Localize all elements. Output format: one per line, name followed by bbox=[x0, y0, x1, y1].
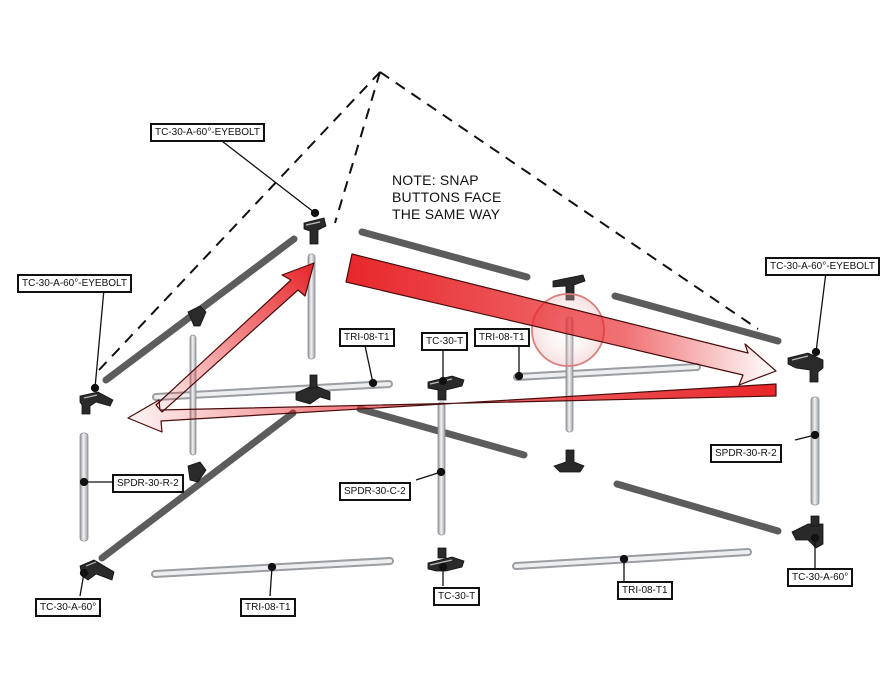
label-tri-lower-right: TRI-08-T1 bbox=[617, 581, 673, 600]
dash-left-outer bbox=[98, 71, 381, 371]
note-line-3: THE SAME WAY bbox=[392, 206, 501, 222]
light-tubes-horizontal bbox=[151, 363, 752, 578]
connectors bbox=[79, 217, 824, 581]
label-tc-a-right: TC-30-A-60° bbox=[787, 568, 854, 587]
rafter-bottom-right bbox=[613, 480, 782, 535]
note-line-1: NOTE: SNAP bbox=[392, 172, 479, 188]
label-tc-t-upper: TC-30-T bbox=[421, 332, 469, 351]
connector-peak bbox=[303, 217, 327, 245]
label-tri-lower-left: TRI-08-T1 bbox=[240, 598, 296, 617]
rafter-top-right bbox=[611, 292, 782, 345]
label-spdr-r-left: SPDR-30-R-2 bbox=[112, 474, 184, 493]
post-left bbox=[79, 432, 89, 542]
label-eyebolt-left: TC-30-A-60°-EYEBOLT bbox=[17, 274, 132, 293]
connector-left-back-lower bbox=[187, 461, 207, 483]
red-arrows bbox=[127, 253, 777, 433]
dash-right bbox=[379, 71, 759, 330]
dash-left-inner bbox=[334, 71, 381, 224]
connector-mid-left bbox=[295, 374, 331, 405]
label-tri-upper-right: TRI-08-T1 bbox=[474, 328, 530, 347]
connector-left-eyebolt bbox=[79, 391, 114, 415]
connector-center-back-bottom bbox=[553, 449, 585, 473]
label-eyebolt-right: TC-30-A-60°-EYEBOLT bbox=[765, 257, 880, 276]
arrow-right-down bbox=[345, 253, 777, 386]
roof-outline-dashed bbox=[98, 71, 759, 371]
connector-left-back-upper bbox=[187, 305, 207, 327]
note-line-2: BUTTONS FACE bbox=[392, 189, 502, 205]
label-spdr-c-center: SPDR-30-C-2 bbox=[339, 482, 411, 501]
post-left-back bbox=[189, 334, 197, 456]
rafter-left-lower bbox=[98, 409, 297, 562]
connector-t-lower bbox=[427, 547, 465, 572]
label-spdr-r-right: SPDR-30-R-2 bbox=[710, 444, 782, 463]
snap-button-note: NOTE: SNAP BUTTONS FACE THE SAME WAY bbox=[392, 172, 502, 223]
connector-right-bottom bbox=[791, 515, 824, 549]
arrow-up-to-peak bbox=[155, 262, 315, 413]
rafter-top-left bbox=[358, 228, 531, 281]
leader-lines bbox=[79, 137, 827, 597]
label-eyebolt-top: TC-30-A-60°-EYEBOLT bbox=[150, 123, 265, 142]
post-right bbox=[810, 396, 820, 506]
label-tc-a-left: TC-30-A-60° bbox=[35, 598, 102, 617]
label-tc-t-lower: TC-30-T bbox=[433, 587, 481, 606]
label-tri-upper-left: TRI-08-T1 bbox=[339, 328, 395, 347]
connector-right-eyebolt bbox=[787, 352, 824, 383]
arrow-left bbox=[127, 383, 777, 433]
